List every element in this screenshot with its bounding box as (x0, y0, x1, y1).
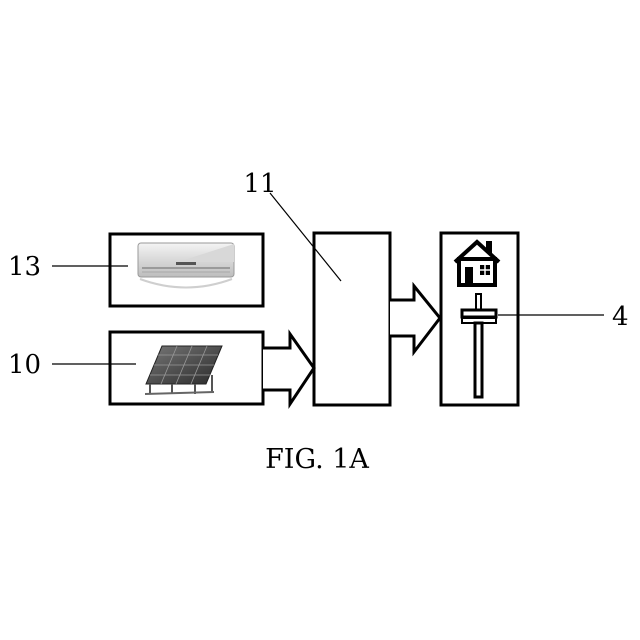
arrow-solar-to-controller (263, 334, 314, 404)
label-10: 10 (8, 350, 41, 380)
power-pole-icon (462, 294, 496, 397)
house-icon (455, 241, 499, 285)
label-4: 4 (612, 302, 629, 332)
leader-line-11 (270, 193, 341, 281)
figure-caption: FIG. 1A (265, 444, 369, 475)
label-13: 13 (8, 252, 41, 282)
label-11: 11 (243, 169, 276, 199)
controller-box (314, 233, 390, 405)
air-conditioner-icon (138, 243, 234, 288)
arrow-controller-to-load (390, 286, 440, 352)
solar-panel-icon (145, 346, 222, 394)
